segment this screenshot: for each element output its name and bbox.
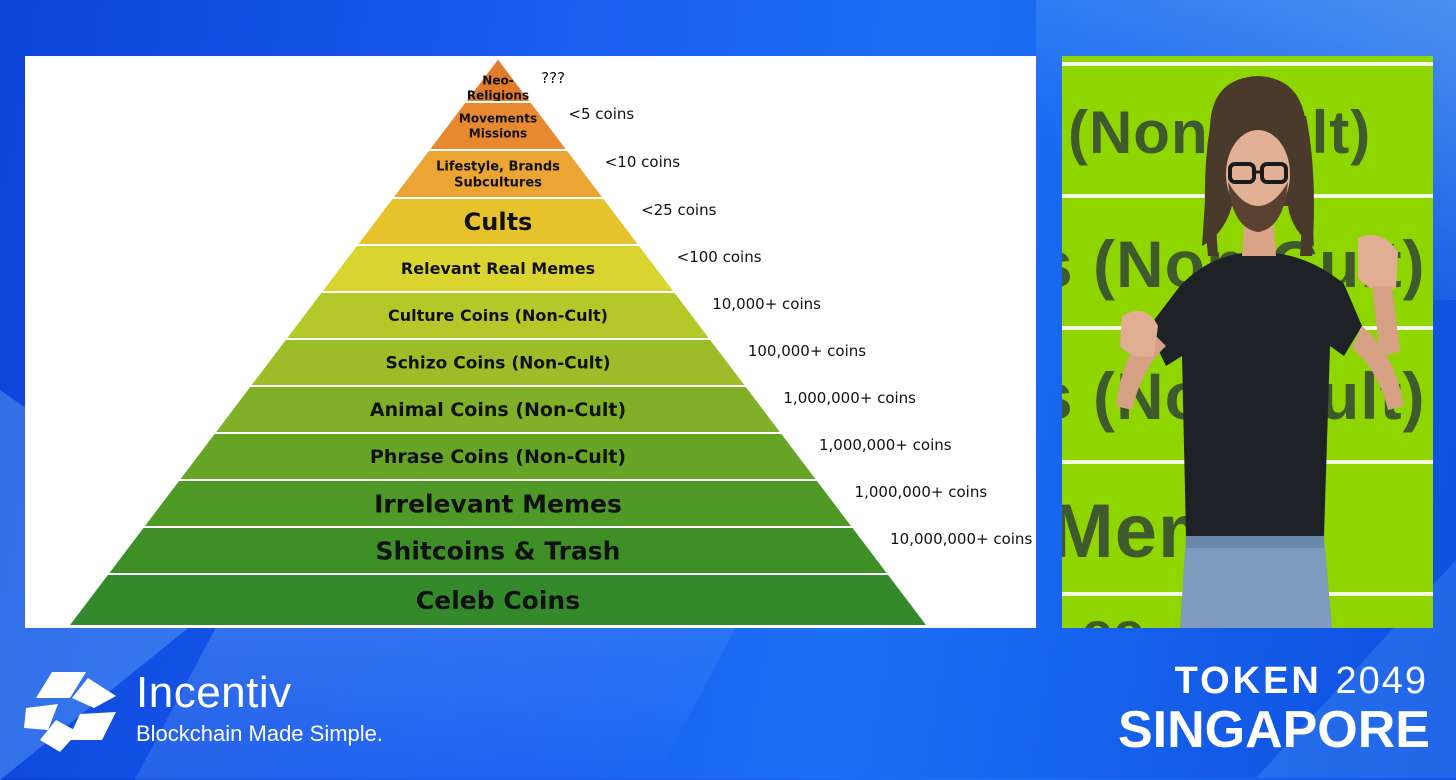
- screen-band: [1062, 62, 1433, 66]
- event-name-year: 2049: [1335, 660, 1428, 702]
- tier-label: Phrase Coins (Non-Cult): [370, 446, 626, 468]
- brand-tagline: Blockchain Made Simple.: [136, 721, 384, 746]
- tier-coin-count: 1,000,000+ coins: [819, 436, 952, 454]
- tier-label: Neo-: [482, 74, 513, 88]
- event-name-word: TOKEN: [1174, 660, 1322, 702]
- pyramid-tier: [65, 573, 931, 627]
- tier-coin-count: 10,000+ coins: [712, 295, 821, 313]
- tier-coin-count: <5 coins: [568, 105, 634, 123]
- tier-label: Religions: [467, 89, 529, 103]
- event-city: SINGAPORE: [1117, 701, 1430, 759]
- brand-name: Incentiv: [136, 668, 292, 717]
- event-name: TOKEN 2049: [1175, 660, 1428, 703]
- tier-label: Shitcoins & Trash: [376, 536, 621, 565]
- tier-coin-count: 1,000,000+ coins: [855, 483, 988, 501]
- tier-label: Culture Coins (Non-Cult): [388, 306, 608, 325]
- tier-coin-count: 100,000+ coins: [748, 342, 866, 360]
- speaker-figure: [1116, 76, 1404, 628]
- tier-label: Lifestyle, Brands: [436, 159, 560, 174]
- tier-coin-count: 1,000,000+ coins: [783, 389, 916, 407]
- tier-coin-count: <25 coins: [641, 201, 717, 219]
- tier-label: Cults: [464, 208, 533, 236]
- tier-coin-count: <100 coins: [677, 248, 762, 266]
- tier-label: Missions: [469, 127, 527, 141]
- tier-coin-count: <10 coins: [605, 153, 681, 171]
- tier-coin-count: 10,000,000+ coins: [890, 530, 1032, 548]
- speaker-video-feed: (Non-Cult) s (Non-Cult) s (Non-Cult) t M…: [1062, 56, 1433, 628]
- tier-label: Schizo Coins (Non-Cult): [385, 353, 610, 373]
- backdrop-text: oo: [1082, 602, 1145, 628]
- incentiv-logo-icon: [24, 672, 116, 752]
- tier-label: Relevant Real Memes: [401, 259, 595, 278]
- tier-label: Animal Coins (Non-Cult): [370, 399, 626, 421]
- tier-label: Celeb Coins: [416, 586, 580, 615]
- tier-label: Movements: [459, 112, 537, 126]
- tier-label: Irrelevant Memes: [374, 489, 622, 518]
- tier-label: Subcultures: [454, 176, 542, 191]
- tier-coin-count: ???: [541, 69, 565, 87]
